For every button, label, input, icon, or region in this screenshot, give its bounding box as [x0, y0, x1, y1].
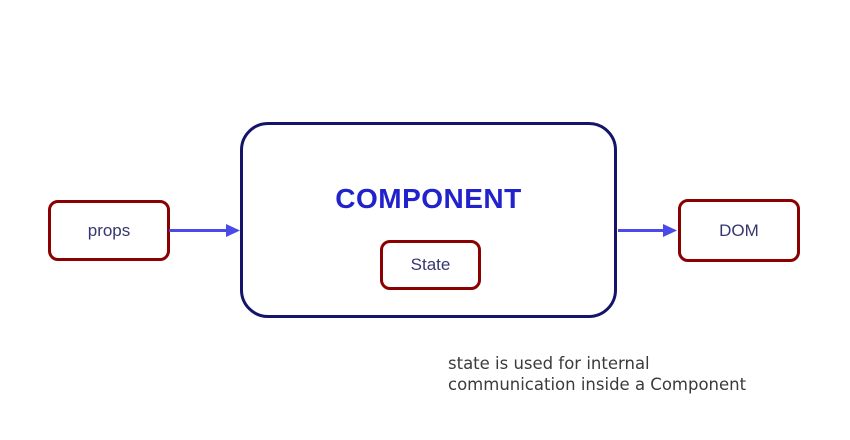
dom-label: DOM: [719, 220, 759, 240]
props-to-component-arrow: [169, 224, 240, 237]
dom-node: DOM: [678, 199, 800, 262]
caption-line-1: state is used for internal: [448, 354, 650, 373]
caption-line-2: communication inside a Component: [448, 375, 747, 394]
state-label: State: [410, 255, 451, 274]
state-node: State: [380, 240, 481, 290]
props-node: props: [48, 200, 170, 261]
component-node: COMPONENT State: [240, 122, 617, 318]
component-to-dom-arrow: [618, 224, 677, 237]
component-title: COMPONENT: [335, 183, 522, 214]
props-label: props: [87, 220, 131, 240]
caption: state is used for internal communication…: [448, 353, 746, 395]
